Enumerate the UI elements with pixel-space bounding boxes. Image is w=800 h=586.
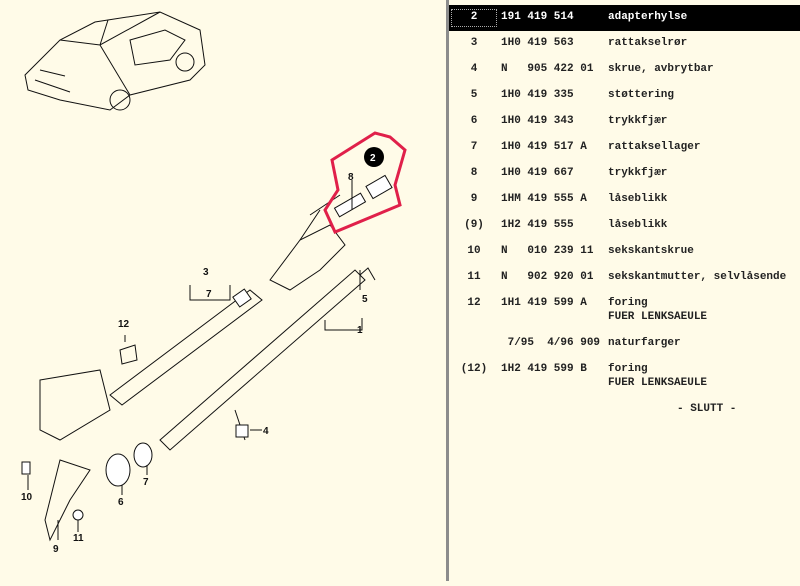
pos: 3 bbox=[470, 37, 478, 49]
callout-2-marker[interactable] bbox=[364, 147, 384, 167]
callout-8[interactable]: 8 bbox=[348, 172, 354, 183]
pos: 9 bbox=[470, 193, 478, 205]
callout-12[interactable]: 12 bbox=[118, 319, 130, 330]
part-number: 1H2 419 599 B bbox=[501, 363, 587, 375]
parts-row[interactable]: 6 1H0 419 343 trykkfjær bbox=[449, 109, 800, 135]
parts-row[interactable]: 3 1H0 419 563 rattakselrør bbox=[449, 31, 800, 57]
end-marker: - SLUTT - bbox=[677, 403, 737, 415]
pos: 11 bbox=[467, 271, 481, 283]
part-number: 1H0 419 343 bbox=[501, 115, 574, 127]
description: sekskantmutter, selvlåsende bbox=[608, 271, 787, 283]
parts-row[interactable]: 8 1H0 419 667 trykkfjær bbox=[449, 161, 800, 187]
callout-7b[interactable]: 7 bbox=[143, 477, 149, 488]
parts-diagram: 2 8 3 7 5 1 12 4 7 6 10 11 9 bbox=[21, 11, 407, 555]
parts-row[interactable]: 9 1HM 419 555 A låseblikk bbox=[449, 187, 800, 213]
parts-row[interactable]: 2 191 419 514 adapterhylse bbox=[449, 5, 800, 31]
callout-2[interactable]: 2 bbox=[370, 153, 376, 164]
description: skrue, avbrytbar bbox=[608, 63, 714, 75]
pos: 6 bbox=[470, 115, 478, 127]
pos: (12) bbox=[460, 363, 488, 375]
part-number: N 902 920 01 bbox=[501, 271, 594, 283]
part-number: N 010 239 11 bbox=[501, 245, 594, 257]
description: rattakselrør bbox=[608, 37, 688, 49]
description: naturfarger bbox=[608, 337, 681, 349]
pos: 7 bbox=[470, 141, 478, 153]
description-note: FUER LENKSAEULE bbox=[608, 377, 708, 389]
parts-row[interactable]: 10 N 010 239 11 sekskantskrue bbox=[449, 239, 800, 265]
description: trykkfjær bbox=[608, 115, 668, 127]
part-number: 191 419 514 bbox=[501, 11, 574, 23]
highlight-outline bbox=[323, 131, 407, 234]
callout-11[interactable]: 11 bbox=[73, 533, 84, 544]
steering-column-illustration bbox=[21, 174, 393, 542]
description: foring bbox=[608, 297, 648, 309]
parts-row[interactable]: 4 N 905 422 01 skrue, avbrytbar bbox=[449, 57, 800, 83]
part-number: 1H0 419 517 A bbox=[501, 141, 587, 153]
part-number: 1H0 419 335 bbox=[501, 89, 574, 101]
description: låseblikk bbox=[608, 193, 668, 205]
pos: 5 bbox=[470, 89, 478, 101]
callout-10[interactable]: 10 bbox=[21, 492, 33, 503]
pos: 8 bbox=[470, 167, 478, 179]
callout-5[interactable]: 5 bbox=[362, 294, 368, 305]
callout-6[interactable]: 6 bbox=[118, 497, 124, 508]
description: rattaksellager bbox=[608, 141, 701, 153]
part-number: 1H0 419 563 bbox=[501, 37, 574, 49]
pos: (9) bbox=[464, 219, 484, 231]
parts-row[interactable]: 7 1H0 419 517 A rattaksellager bbox=[449, 135, 800, 161]
pos: 12 bbox=[467, 297, 481, 309]
callout-4[interactable]: 4 bbox=[263, 426, 269, 437]
parts-row[interactable]: 5 1H0 419 335 støttering bbox=[449, 83, 800, 109]
parts-row[interactable]: (9) 1H2 419 555 låseblikk bbox=[449, 213, 800, 239]
description: foring bbox=[608, 363, 648, 375]
description: støttering bbox=[608, 89, 675, 101]
description: låseblikk bbox=[608, 219, 668, 231]
pos: 2 bbox=[451, 9, 497, 27]
pane-divider[interactable] bbox=[446, 0, 449, 581]
part-number: 7/95 4/96 909 bbox=[501, 337, 601, 349]
parts-list: 2 191 419 514 adapterhylse 3 1H0 419 563 rat… bbox=[449, 0, 800, 581]
description: trykkfjær bbox=[608, 167, 668, 179]
part-number: 1H2 419 555 bbox=[501, 219, 574, 231]
callout-1[interactable]: 1 bbox=[357, 325, 363, 336]
parts-row[interactable]: 7/95 4/96 909 naturfarger bbox=[449, 331, 800, 357]
part-number: 1H1 419 599 A bbox=[501, 297, 587, 309]
description: adapterhylse bbox=[608, 11, 688, 23]
callout-9[interactable]: 9 bbox=[53, 544, 59, 555]
pos: 4 bbox=[470, 63, 478, 75]
description: sekskantskrue bbox=[608, 245, 694, 257]
parts-row[interactable]: 11 N 902 920 01 sekskantmutter, selvlåsend… bbox=[449, 265, 800, 291]
part-number: 1HM 419 555 A bbox=[501, 193, 587, 205]
part-number: 1H0 419 667 bbox=[501, 167, 574, 179]
callout-7[interactable]: 7 bbox=[206, 289, 212, 300]
part-number: N 905 422 01 bbox=[501, 63, 594, 75]
callout-3[interactable]: 3 bbox=[203, 267, 209, 278]
car-illustration bbox=[24, 11, 206, 111]
description-note: FUER LENKSAEULE bbox=[608, 311, 708, 323]
pos: 10 bbox=[467, 245, 481, 257]
